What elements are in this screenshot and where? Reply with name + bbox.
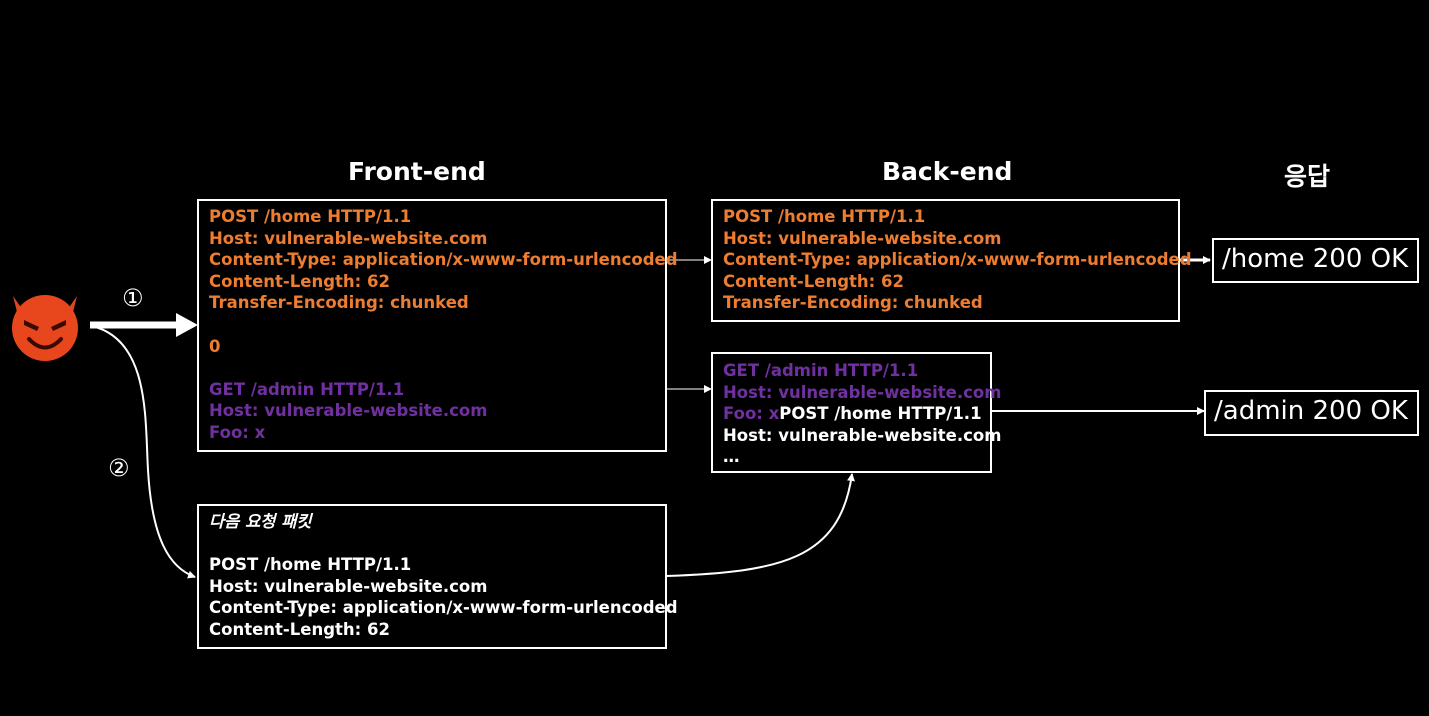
- step-one-label: ①: [122, 284, 144, 312]
- content-type-header: Content-Type: application/x-www-form-url…: [209, 250, 678, 270]
- back-end-request-box-2: GET /admin HTTP/1.1 Host: vulnerable-web…: [711, 352, 1002, 473]
- request-line: POST /home HTTP/1.1: [209, 207, 412, 226]
- next-request-title: 다음 요청 패킷: [209, 512, 312, 531]
- smuggled-host-header: Host: vulnerable-website.com: [209, 401, 488, 421]
- smuggled-host-header: Host: vulnerable-website.com: [723, 382, 1002, 402]
- step2-arrow: [91, 325, 196, 579]
- merged-foo-line: Foo: xPOST /home HTTP/1.1: [723, 403, 990, 425]
- blank-line: [209, 533, 665, 555]
- front-end-heading: Front-end: [348, 157, 486, 186]
- next-to-back2-arrow: [665, 473, 855, 577]
- home-response-box: /home 200 OK: [1212, 238, 1419, 283]
- host-header: Host: vulnerable-website.com: [209, 576, 488, 596]
- content-length-header: Content-Length: 62: [209, 271, 390, 291]
- content-length-header: Content-Length: 62: [723, 271, 904, 291]
- ellipsis: …: [723, 447, 740, 467]
- response-heading: 응답: [1284, 162, 1331, 191]
- smuggled-request-line: GET /admin HTTP/1.1: [723, 361, 919, 380]
- smuggled-foo-header: Foo: x: [209, 422, 266, 442]
- content-type-header: Content-Type: application/x-www-form-url…: [723, 250, 1192, 270]
- host-header: Host: vulnerable-website.com: [209, 228, 488, 248]
- transfer-encoding-header: Transfer-Encoding: chunked: [209, 293, 469, 313]
- step-two-label: ②: [108, 454, 130, 482]
- host-header: Host: vulnerable-website.com: [723, 425, 1002, 445]
- front-end-request-box: POST /home HTTP/1.1 Host: vulnerable-web…: [197, 199, 678, 452]
- blank-line: [209, 357, 665, 379]
- admin-response-box: /admin 200 OK: [1204, 390, 1419, 436]
- back-end-heading: Back-end: [882, 157, 1013, 186]
- request-line: POST /home HTTP/1.1: [723, 207, 926, 226]
- content-type-header: Content-Type: application/x-www-form-url…: [209, 598, 678, 618]
- host-header: Host: vulnerable-website.com: [723, 228, 1002, 248]
- blank-line: [209, 314, 665, 336]
- devil-face-icon: [12, 295, 78, 361]
- content-length-header: Content-Length: 62: [209, 619, 390, 639]
- request-line: POST /home HTTP/1.1: [209, 555, 412, 575]
- foo-prefix: Foo: x: [723, 404, 780, 424]
- step1-arrowhead: [176, 313, 198, 337]
- transfer-encoding-header: Transfer-Encoding: chunked: [723, 293, 983, 313]
- back-end-request-box-1: POST /home HTTP/1.1 Host: vulnerable-web…: [711, 199, 1192, 322]
- chunk-terminator: 0: [209, 336, 221, 356]
- appended-request-line: POST /home HTTP/1.1: [779, 404, 982, 424]
- smuggled-request-line: GET /admin HTTP/1.1: [209, 379, 405, 399]
- next-request-box: 다음 요청 패킷 POST /home HTTP/1.1 Host: vulne…: [197, 504, 678, 649]
